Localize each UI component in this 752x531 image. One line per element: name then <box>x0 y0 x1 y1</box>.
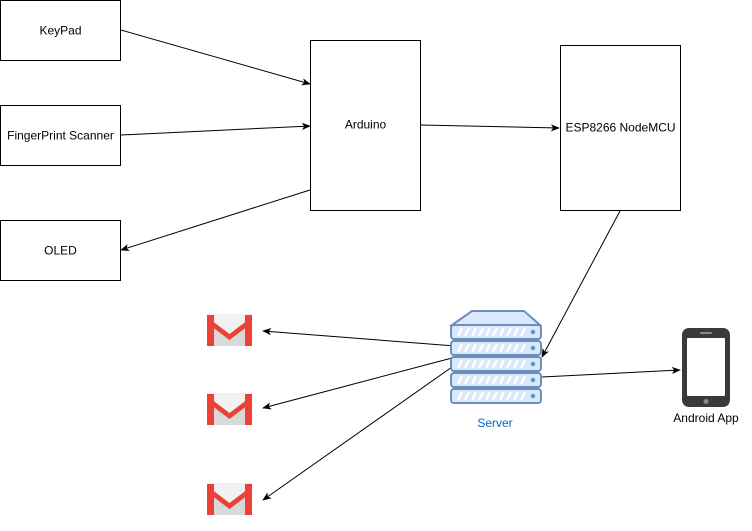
node-arduino: Arduino <box>310 40 421 211</box>
node-oled: OLED <box>0 220 121 281</box>
edge-esp-to-server <box>541 210 621 358</box>
server-leds <box>530 329 536 399</box>
edge-fingerprint-to-arduino <box>120 122 311 136</box>
node-arduino-label: Arduino <box>345 118 387 132</box>
edge-keypad-to-arduino <box>120 29 311 86</box>
gmail-icon <box>207 483 252 515</box>
node-oled-label: OLED <box>44 244 77 258</box>
server-top-cap <box>448 310 543 326</box>
edge-server-to-gmail-3 <box>262 366 453 501</box>
gmail-icon <box>207 314 252 346</box>
node-fingerprint-scanner: FingerPrint Scanner <box>0 105 121 166</box>
edge-server-to-gmail-1 <box>262 328 456 347</box>
node-fingerprint-scanner-label: FingerPrint Scanner <box>7 129 114 143</box>
gmail-icon <box>207 393 252 425</box>
edges <box>120 29 681 501</box>
node-keypad-label: KeyPad <box>39 24 81 38</box>
edge-server-to-android <box>541 366 681 378</box>
node-keypad: KeyPad <box>0 0 121 61</box>
server-vents <box>456 327 527 401</box>
edge-arduino-to-esp <box>419 124 560 132</box>
android-app-label: Android App <box>673 411 739 425</box>
node-esp8266-label: ESP8266 NodeMCU <box>565 121 675 135</box>
node-esp8266: ESP8266 NodeMCU <box>560 45 681 211</box>
server-rack-icon <box>448 310 543 404</box>
edge-arduino-to-oled <box>120 189 311 251</box>
smartphone-icon <box>682 328 730 407</box>
server-label: Server <box>477 416 512 430</box>
edge-server-to-gmail-2 <box>262 357 453 410</box>
